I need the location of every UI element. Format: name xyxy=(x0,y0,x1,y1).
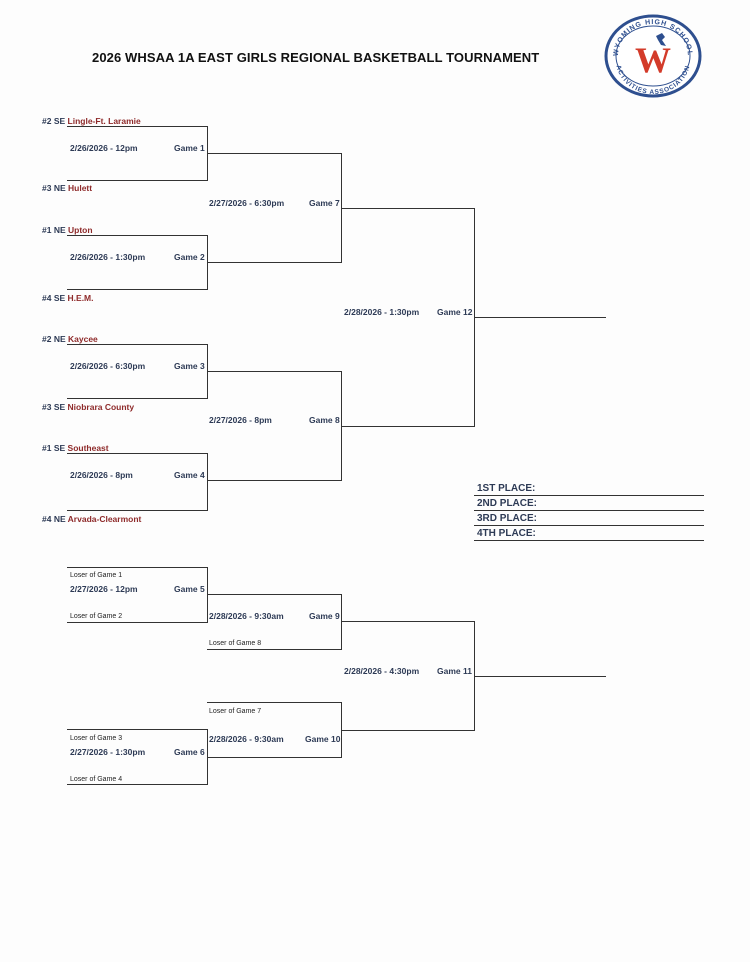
bracket-line xyxy=(474,621,475,730)
game-label: Game 4 xyxy=(174,470,205,480)
bracket-line xyxy=(341,426,475,427)
place-line xyxy=(474,540,704,541)
bracket-line xyxy=(67,453,208,454)
team-name: Southeast xyxy=(67,443,109,453)
team-name: Arvada-Clearmont xyxy=(67,514,142,524)
team-entry: #2 SE Lingle-Ft. Laramie xyxy=(42,116,141,126)
bracket-line xyxy=(207,757,342,758)
team-name: Hulett xyxy=(68,183,93,193)
bracket-line xyxy=(207,453,208,510)
game-label: Game 10 xyxy=(305,734,341,744)
team-entry: #4 SE H.E.M. xyxy=(42,293,94,303)
loser-slot: Loser of Game 7 xyxy=(209,708,262,715)
fourth-place-label: 4TH PLACE: xyxy=(477,528,536,539)
team-entry: #2 NE Kaycee xyxy=(42,334,98,344)
logo-letter: W xyxy=(635,40,671,80)
first-place-label: 1ST PLACE: xyxy=(477,483,536,494)
bracket-line xyxy=(207,649,342,650)
game-date: 2/26/2026 - 1:30pm xyxy=(70,252,146,262)
game-date: 2/27/2026 - 1:30pm xyxy=(70,747,146,757)
game-label: Game 5 xyxy=(174,584,205,594)
game-label: Game 3 xyxy=(174,361,205,371)
game-date: 2/28/2026 - 9:30am xyxy=(209,611,284,621)
game-label: Game 12 xyxy=(437,307,473,317)
bracket-line xyxy=(67,622,208,623)
team-seed: #2 NE xyxy=(42,334,66,344)
place-line xyxy=(474,525,704,526)
bracket-line xyxy=(67,567,208,568)
game-label: Game 2 xyxy=(174,252,205,262)
game-date: 2/26/2026 - 6:30pm xyxy=(70,361,146,371)
bracket-line xyxy=(207,594,342,595)
bracket-line xyxy=(67,398,208,399)
game-date: 2/26/2026 - 8pm xyxy=(70,470,133,480)
loser-slot: Loser of Game 3 xyxy=(70,735,123,742)
bracket-line xyxy=(67,289,208,290)
team-name: Niobrara County xyxy=(67,402,135,412)
whsaa-logo: WYOMING HIGH SCHOOL ACTIVITIES ASSOCIATI… xyxy=(604,14,702,98)
team-seed: #1 NE xyxy=(42,225,66,235)
game-date: 2/27/2026 - 12pm xyxy=(70,584,138,594)
bracket-line xyxy=(207,371,342,372)
game-label: Game 1 xyxy=(174,143,205,153)
bracket-line xyxy=(67,344,208,345)
page-title: 2026 WHSAA 1A EAST GIRLS REGIONAL BASKET… xyxy=(92,50,540,65)
game-date: 2/28/2026 - 9:30am xyxy=(209,734,284,744)
bracket-line xyxy=(67,126,208,127)
third-place-label: 3RD PLACE: xyxy=(477,513,538,524)
team-entry: #3 NE Hulett xyxy=(42,183,92,193)
game-label: Game 8 xyxy=(309,415,340,425)
bracket-line xyxy=(67,180,208,181)
team-name: H.E.M. xyxy=(67,293,94,303)
loser-slot: Loser of Game 8 xyxy=(209,640,262,647)
bucking-horse-icon xyxy=(656,33,666,46)
team-name: Kaycee xyxy=(68,334,98,344)
game-label: Game 11 xyxy=(437,666,472,676)
bracket-line xyxy=(474,317,606,318)
team-name: Upton xyxy=(68,225,93,235)
game-label: Game 7 xyxy=(309,198,340,208)
bracket-line xyxy=(207,153,342,154)
place-line xyxy=(474,495,704,496)
bracket-line xyxy=(474,676,606,677)
bracket-line xyxy=(67,235,208,236)
team-name: Lingle-Ft. Laramie xyxy=(67,116,141,126)
bracket-line xyxy=(341,371,342,480)
team-seed: #4 NE xyxy=(42,514,66,524)
team-entry: #4 NE Arvada-Clearmont xyxy=(42,514,141,524)
bracket-line xyxy=(341,702,342,757)
team-entry: #1 NE Upton xyxy=(42,225,93,235)
bracket-line xyxy=(67,784,208,785)
bracket-line xyxy=(341,153,342,262)
bracket-line xyxy=(341,208,475,209)
bracket-line xyxy=(341,621,475,622)
game-date: 2/26/2026 - 12pm xyxy=(70,143,138,153)
team-seed: #4 SE xyxy=(42,293,66,303)
team-seed: #1 SE xyxy=(42,443,66,453)
team-seed: #3 NE xyxy=(42,183,66,193)
team-entry: #3 SE Niobrara County xyxy=(42,402,134,412)
second-place-label: 2ND PLACE: xyxy=(477,498,538,509)
game-label: Game 6 xyxy=(174,747,205,757)
game-date: 2/27/2026 - 8pm xyxy=(209,415,272,425)
place-line xyxy=(474,510,704,511)
team-seed: #2 SE xyxy=(42,116,66,126)
team-entry: #1 SE Southeast xyxy=(42,443,109,453)
bracket-line xyxy=(67,510,208,511)
bracket-line xyxy=(207,702,342,703)
bracket-line xyxy=(341,730,475,731)
bracket-line xyxy=(207,480,342,481)
bracket-line xyxy=(207,729,208,784)
bracket-line xyxy=(67,729,208,730)
bracket-line xyxy=(207,262,342,263)
game-date: 2/28/2026 - 1:30pm xyxy=(344,307,420,317)
loser-slot: Loser of Game 2 xyxy=(70,613,123,620)
loser-slot: Loser of Game 1 xyxy=(70,572,123,579)
game-date: 2/27/2026 - 6:30pm xyxy=(209,198,285,208)
loser-slot: Loser of Game 4 xyxy=(70,776,123,783)
game-label: Game 9 xyxy=(309,611,340,621)
game-date: 2/28/2026 - 4:30pm xyxy=(344,666,420,676)
team-seed: #3 SE xyxy=(42,402,66,412)
